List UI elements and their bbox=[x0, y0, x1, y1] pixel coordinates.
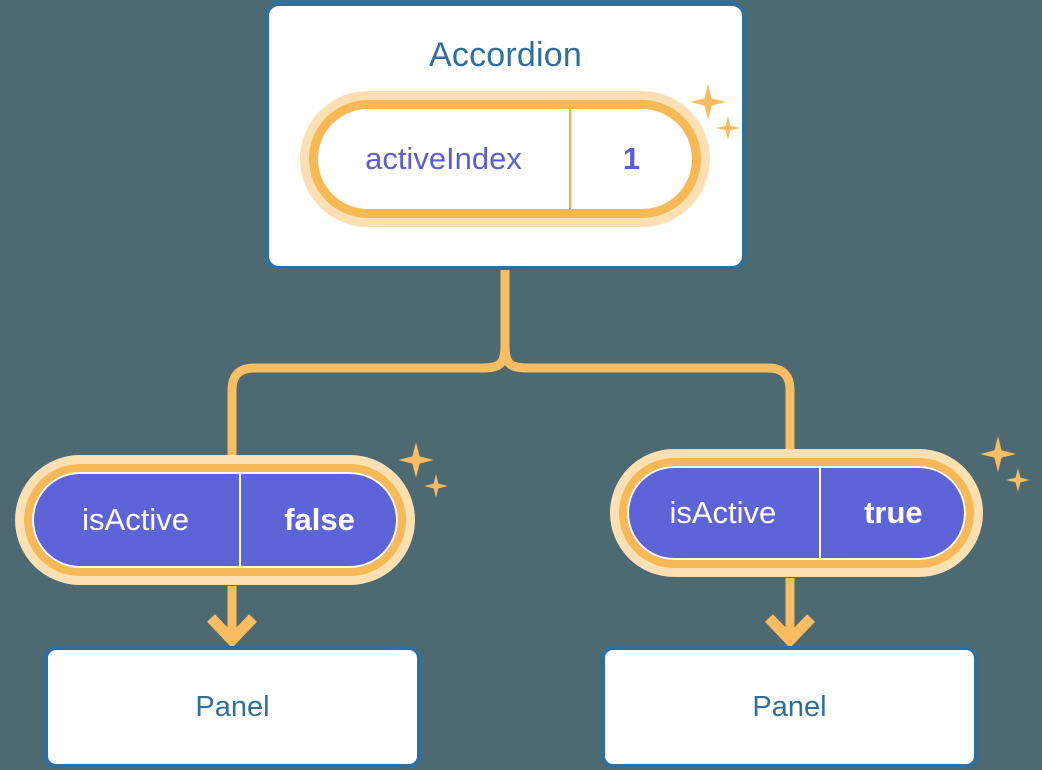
connector-to-left-pill bbox=[227, 341, 510, 463]
sparkle-four-point-small-icon bbox=[1006, 468, 1030, 492]
accordion-title: Accordion bbox=[429, 36, 582, 74]
state-pill-is-active-false[interactable]: isActive false bbox=[24, 464, 406, 576]
state-pill-value: false bbox=[284, 502, 355, 537]
state-pill-value: true bbox=[864, 495, 923, 530]
sparkle-four-point-small-icon bbox=[424, 474, 448, 498]
sparkle-four-point-large-icon bbox=[398, 442, 434, 478]
connector-to-right-pill bbox=[500, 341, 795, 457]
state-pill-key: activeIndex bbox=[318, 109, 571, 209]
state-pill-key: isActive bbox=[627, 466, 821, 560]
state-pill-is-active-true[interactable]: isActive true bbox=[619, 458, 974, 568]
arrow-down-icon-left bbox=[207, 586, 257, 648]
panel-label: Panel bbox=[195, 690, 270, 723]
arrow-down-icon-right bbox=[765, 578, 815, 648]
panel-card-right[interactable]: Panel bbox=[601, 646, 978, 768]
panel-card-left[interactable]: Panel bbox=[44, 646, 421, 768]
panel-label: Panel bbox=[752, 690, 827, 723]
state-pill-active-index[interactable]: activeIndex 1 bbox=[309, 100, 701, 218]
state-pill-key: isActive bbox=[32, 472, 242, 568]
sparkle-four-point-large-icon bbox=[980, 436, 1016, 472]
state-pill-value: 1 bbox=[622, 141, 641, 176]
